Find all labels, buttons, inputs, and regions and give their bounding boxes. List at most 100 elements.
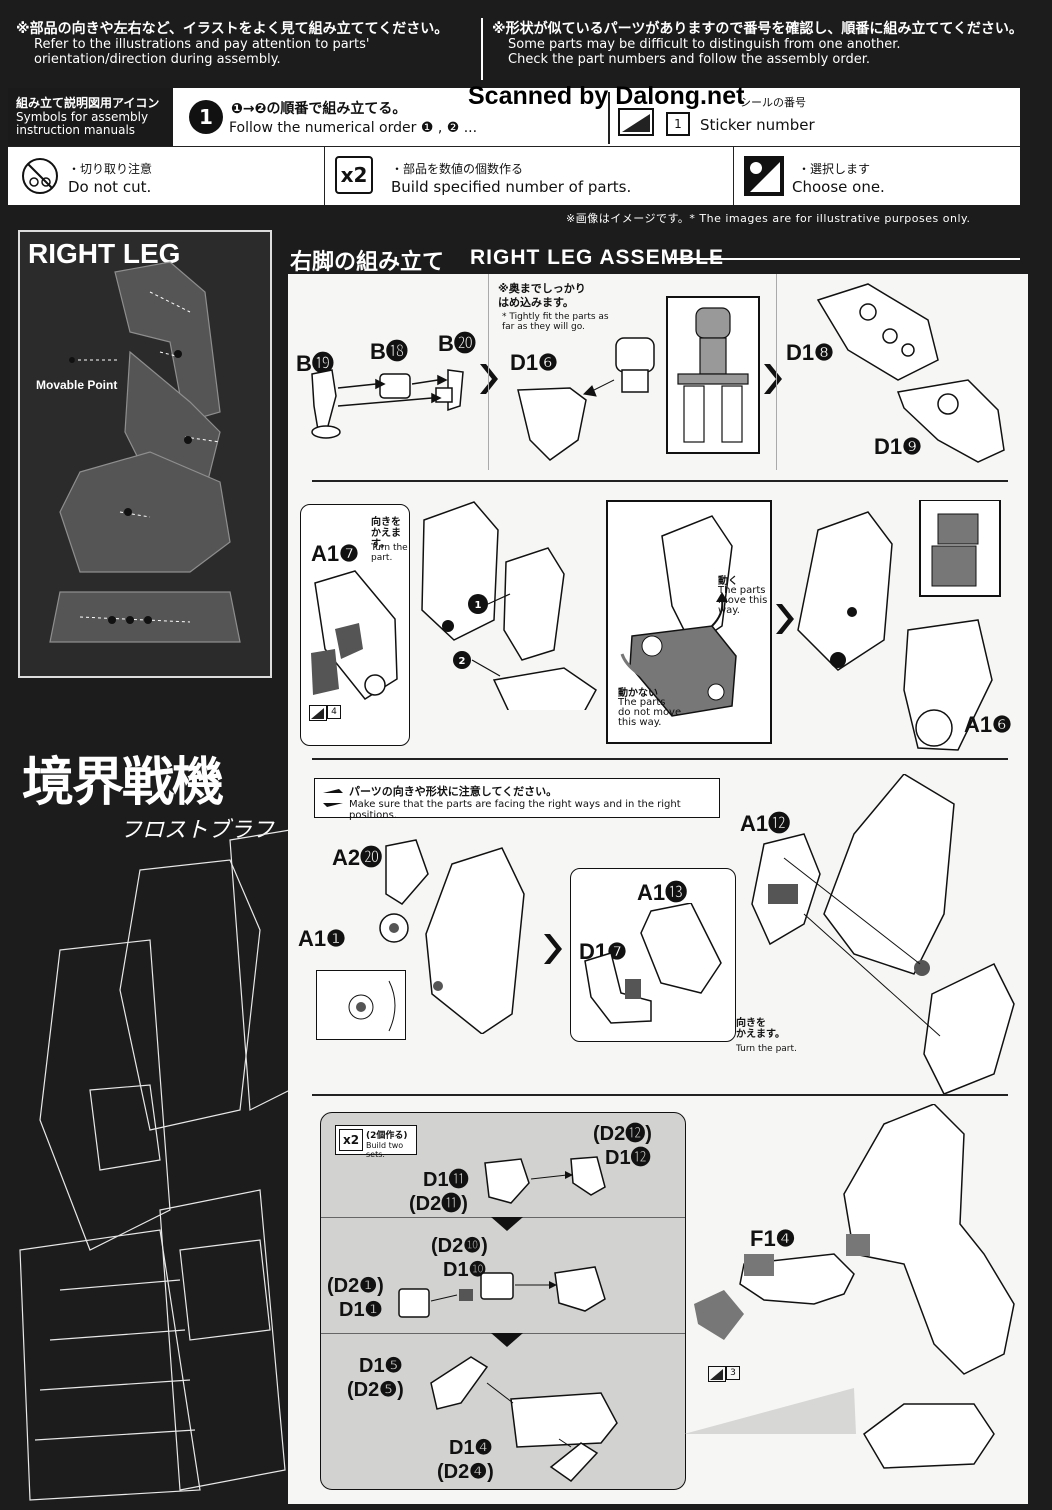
icon-table-divider-2 <box>733 146 734 205</box>
part-label-a11: A1❶ <box>298 926 346 951</box>
warning-arrows-icon <box>323 789 343 807</box>
turn-note-jp-a-1: 向きを <box>371 517 401 528</box>
turn-note-jp-b-1: 向きを <box>736 1018 766 1029</box>
movement-detail-panel: 動く The parts move this way. 動かない The par… <box>606 500 772 744</box>
section-title-en: RIGHT LEG ASSEMBLE <box>470 246 725 269</box>
part-label-d21: (D2❶) <box>327 1275 384 1297</box>
chevron-down-icon <box>491 1217 523 1231</box>
note-orientation-jp: ※部品の向きや左右など、イラストをよく見て組み立ててください。 <box>16 21 449 37</box>
nomove-en-2: do not move <box>618 707 682 718</box>
move-en-1: The parts <box>718 585 766 596</box>
icon-table-divider-1 <box>324 146 325 205</box>
do-not-cut-jp: ・切り取り注意 <box>68 162 153 176</box>
part-label-d11: D1❶ <box>339 1299 383 1321</box>
fit-note-jp-2: はめ込みます。 <box>498 296 574 309</box>
d16-detail-inset <box>666 296 760 454</box>
orientation-note-en: Make sure that the parts are facing the … <box>349 799 681 821</box>
chevron-down-icon-2 <box>491 1333 523 1347</box>
x2-badge-icon: x2 <box>339 1129 363 1151</box>
turn-note-jp-a: 向きを かえます。 <box>371 517 409 550</box>
move-jp: 動く <box>718 576 738 587</box>
orientation-note-box: パーツの向きや形状に注意してください。 Make sure that the p… <box>314 778 720 821</box>
note-orientation: ※部品の向きや左右など、イラストをよく見て組み立ててください。 Refer to… <box>16 21 449 68</box>
instruction-area: B⓳ B⓲ B⓴ ※奥までしっかり はめ込みます。 * Tightly fit … <box>288 274 1028 1504</box>
chevron-right-icon-2 <box>764 364 782 394</box>
turn-note-jp-a-2: かえます。 <box>371 528 401 550</box>
icon-table-rule <box>8 146 1020 147</box>
d17-illustration <box>584 903 722 1024</box>
part-label-d111: D1⓫ <box>423 1169 469 1191</box>
fit-note-jp: ※奥までしっかり はめ込みます。 <box>498 282 586 310</box>
part-label-d112: D1⓬ <box>605 1147 651 1169</box>
do-not-cut-en: Do not cut. <box>68 178 152 196</box>
final-leg-assembly-illustration <box>684 1104 1015 1469</box>
part-label-d24: (D2❹) <box>437 1461 494 1483</box>
orientation-note-jp: パーツの向きや形状に注意してください。 <box>349 785 558 798</box>
x2-badge-jp: (2個作る) <box>366 1131 408 1141</box>
nomove-en-1: The parts <box>618 697 666 708</box>
d15-d14-illustration <box>430 1356 618 1482</box>
part-label-d210: (D2❿) <box>431 1235 488 1257</box>
x2-badge: x2 (2個作る) Build two sets. <box>335 1125 417 1159</box>
part-label-d18: D1❽ <box>786 340 834 365</box>
icon-multiply-cell: x2 ・部品を数値の個数作る Build specified number of… <box>325 148 733 205</box>
part-label-a17: A1❼ <box>311 541 359 566</box>
movement-illustration <box>620 515 737 717</box>
sticker-jp: シールの番号 <box>740 96 806 109</box>
note-similar-jp: ※形状が似ているパーツがありますので番号を確認し、順番に組み立ててください。 <box>492 21 1023 37</box>
icon-order-cell: 1 ❶→❷の順番で組み立てる。 Follow the numerical ord… <box>183 92 603 144</box>
choose-jp: ・選択します <box>798 162 871 176</box>
top-divider <box>481 18 483 80</box>
step-marker-1: 1 <box>475 600 482 611</box>
scan-watermark: Scanned by Dalong.net <box>468 82 745 110</box>
part-label-d14: D1❹ <box>449 1437 493 1459</box>
part-label-d15: D1❺ <box>359 1355 403 1377</box>
part-label-a113: A1⓭ <box>637 880 688 905</box>
a11-detail-inset <box>316 970 406 1040</box>
part-label-b20: B⓴ <box>438 331 476 356</box>
d111-illustration <box>484 1156 606 1204</box>
right-leg-preview: RIGHT LEG Movable Point <box>18 230 272 678</box>
a220-a11-illustration <box>379 839 525 1034</box>
step-marker-2: 2 <box>459 656 466 667</box>
d18-d19-illustration <box>816 283 1005 463</box>
sticker-number-a: 4 <box>327 705 341 719</box>
turn-note-jp-b: 向きを かえます。 <box>736 1018 785 1040</box>
multiply-badge-icon: x2 <box>335 156 373 194</box>
note-similar-en-1: Some parts may be difficult to distingui… <box>508 37 901 52</box>
subassembly-x2-panel: x2 (2個作る) Build two sets. (D2⓬) D1⓬ D1⓫ … <box>320 1112 686 1490</box>
part-label-d19: D1❾ <box>874 434 922 459</box>
sticker-icon-a <box>309 705 327 721</box>
chevron-right-icon-4 <box>544 934 562 964</box>
nomove-jp: 動かない <box>618 688 658 699</box>
right-leg-title: RIGHT LEG <box>28 238 181 269</box>
turn-note-en-b: Turn the part. <box>736 1044 797 1054</box>
fit-note-en-2: far as they will go. <box>502 322 585 332</box>
move-en: The parts move this way. <box>718 586 767 616</box>
sticker-icon-b <box>708 1366 726 1382</box>
x2-badge-en: Build two sets. <box>366 1141 404 1159</box>
multiply-en: Build specified number of parts. <box>391 178 632 196</box>
icon-table-header-jp: 組み立て説明図用アイコン <box>16 96 160 110</box>
part-label-d110: D1❿ <box>443 1259 487 1281</box>
choose-one-icon <box>744 156 784 196</box>
icon-table-header-en-2: instruction manuals <box>16 123 136 137</box>
order-jp: ❶→❷の順番で組み立てる。 <box>231 101 407 117</box>
fit-note-jp-1: ※奥までしっかり <box>498 282 586 295</box>
step-separator-1 <box>312 480 1008 482</box>
logo-sub: フロストブラフ <box>120 818 275 843</box>
step-number-icon: 1 <box>189 100 223 134</box>
choose-en: Choose one. <box>792 178 885 196</box>
step-separator-3 <box>312 1094 1008 1096</box>
panel-1-divider-b <box>776 274 777 470</box>
step-separator-2 <box>312 758 1008 760</box>
a112-assembly-illustration <box>751 774 1015 1095</box>
multiply-jp: ・部品を数値の個数作る <box>391 162 524 176</box>
a17-assembly-illustration: 1 2 <box>421 501 597 710</box>
do-not-cut-icon <box>20 156 60 196</box>
panel-1-divider-a <box>488 274 489 470</box>
a17-illustration <box>311 570 398 700</box>
turn-note-jp-b-2: かえます。 <box>736 1029 785 1040</box>
note-orientation-en-1: Refer to the illustrations and pay atten… <box>34 37 370 52</box>
panel-step-1: B⓳ B⓲ B⓴ ※奥までしっかり はめ込みます。 * Tightly fit … <box>288 274 1028 474</box>
